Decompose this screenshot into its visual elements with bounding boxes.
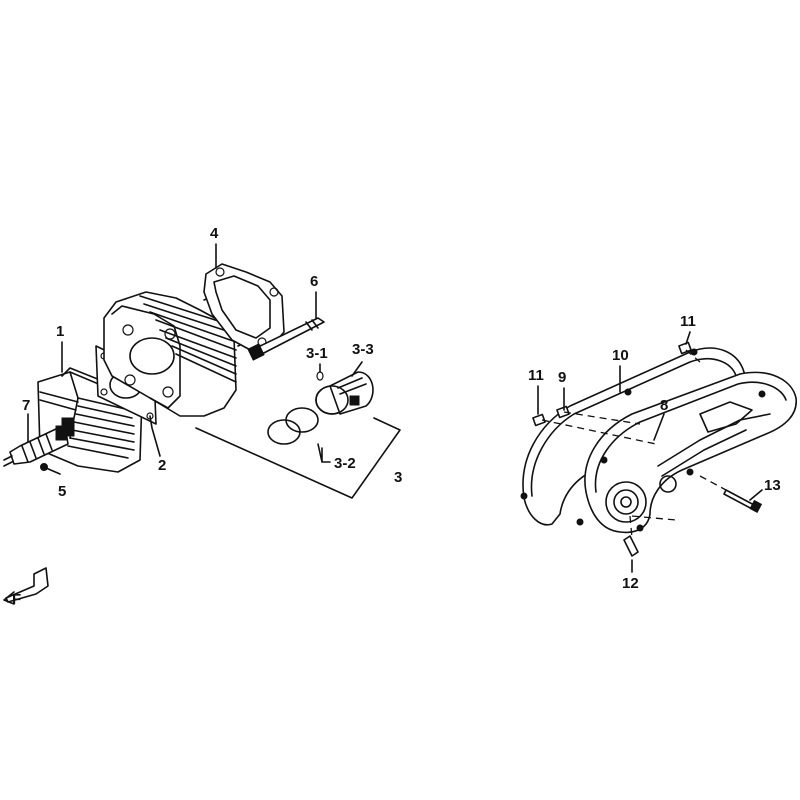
label-part-3-1: 3-1 [306, 345, 328, 362]
small-bolt [40, 463, 48, 471]
cover-screw [723, 489, 763, 513]
label-part-6: 6 [310, 273, 318, 290]
piston-pin-clip [316, 371, 324, 381]
label-part-4: 4 [210, 225, 219, 242]
label-part-11-right: 11 [680, 313, 696, 330]
leader-lines [27, 243, 763, 573]
label-part-10: 10 [612, 347, 629, 364]
label-part-13: 13 [764, 477, 781, 494]
label-part-12: 12 [622, 575, 639, 592]
front-marker-text: F [12, 591, 21, 608]
label-part-8: 8 [660, 397, 668, 414]
label-part-7: 7 [22, 397, 30, 414]
label-part-11-left: 11 [528, 367, 544, 384]
dowel-pins [532, 341, 692, 427]
piston [315, 371, 374, 415]
label-part-3-3: 3-3 [352, 341, 374, 358]
part-labels: 1 2 3 3-1 3-2 3-3 4 5 6 7 8 9 10 11 11 1… [22, 225, 781, 592]
label-part-2: 2 [158, 457, 166, 474]
label-part-3-2: 3-2 [334, 455, 356, 472]
alignment-lines [541, 349, 727, 539]
label-part-3: 3 [394, 469, 402, 486]
spark-plug [3, 425, 69, 467]
cover-bolt [623, 535, 639, 557]
front-direction-marker: F [3, 567, 49, 608]
label-part-9: 9 [558, 369, 566, 386]
transmission-cover [584, 371, 797, 534]
label-part-1: 1 [56, 323, 64, 340]
piston-rings [267, 407, 319, 445]
label-part-5: 5 [58, 483, 66, 500]
stud-bolt [247, 317, 325, 361]
cylinder-block [103, 289, 263, 417]
